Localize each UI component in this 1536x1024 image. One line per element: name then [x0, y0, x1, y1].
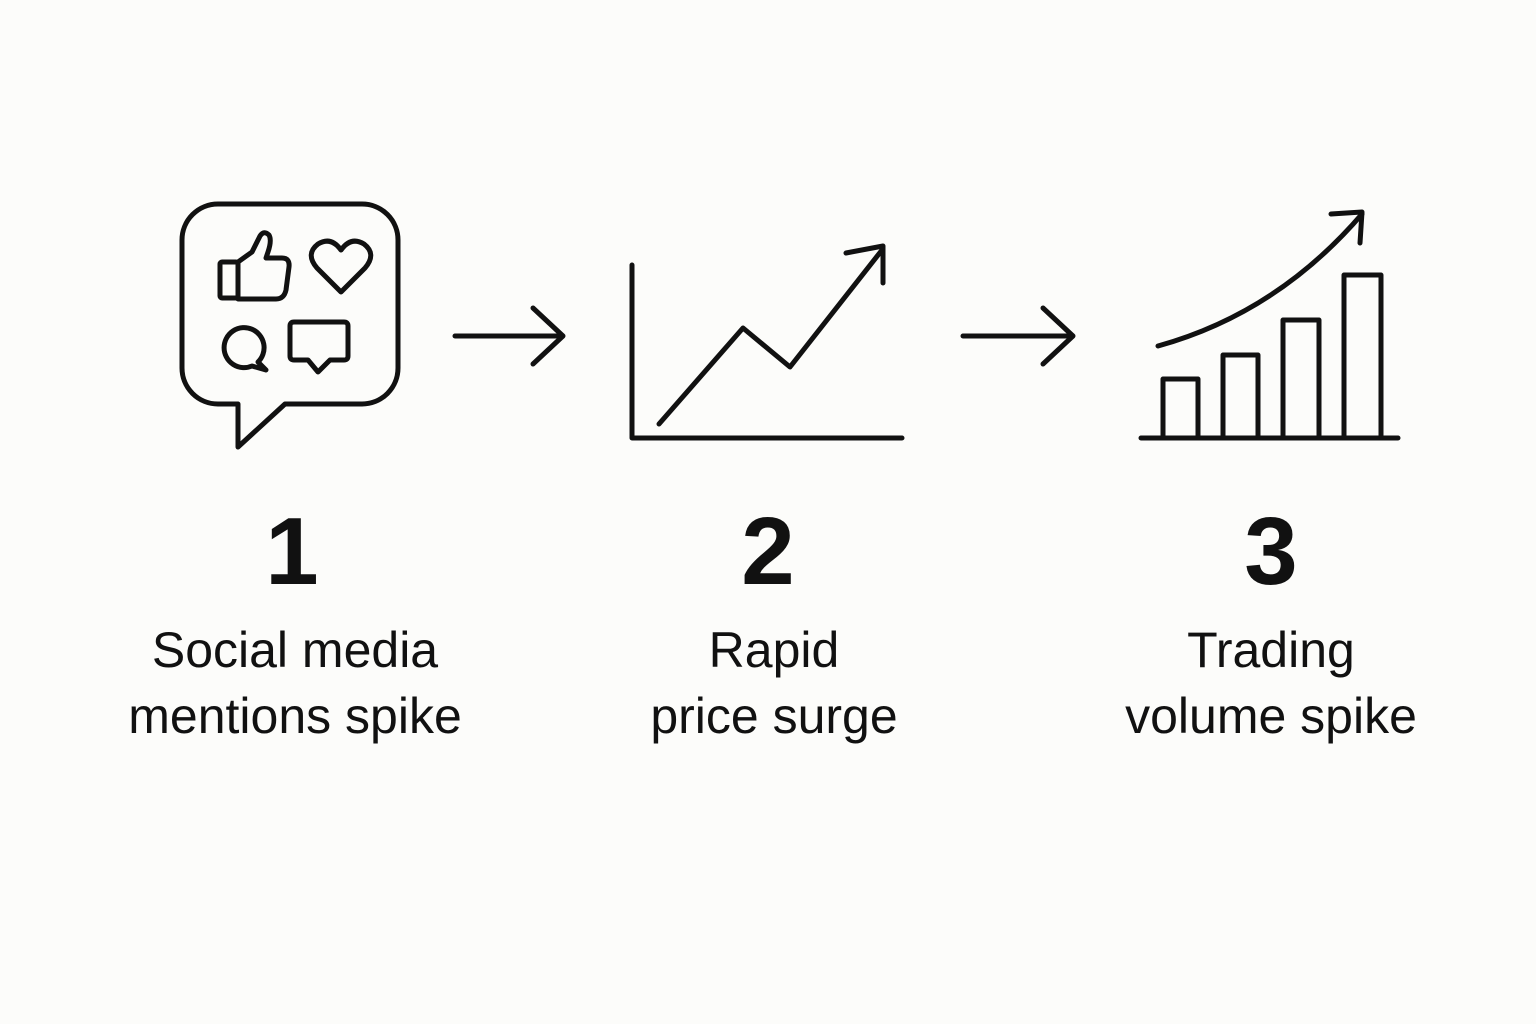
- step-2-label-line-2: price surge: [650, 688, 898, 744]
- step-3-label-line-1: Trading: [1187, 622, 1355, 678]
- arrow-right-icon: [960, 305, 1076, 367]
- step-1-number: 1: [265, 498, 319, 605]
- step-3-label: Trading volume spike: [1061, 617, 1481, 749]
- arrow-right-icon: [452, 305, 566, 367]
- rising-line-chart-icon: [629, 243, 905, 441]
- comment-bubble-icon: [221, 325, 269, 373]
- thumbs-up-icon: [217, 230, 292, 302]
- step-1-label-line-2: mentions spike: [128, 688, 462, 744]
- heart-icon: [308, 238, 374, 295]
- step-2-number: 2: [741, 498, 795, 605]
- social-media-bubble-icon: [179, 201, 401, 450]
- step-1-label: Social media mentions spike: [85, 617, 505, 749]
- step-3-label-line-2: volume spike: [1125, 688, 1417, 744]
- step-3-number: 3: [1244, 498, 1298, 605]
- message-icon: [287, 319, 351, 375]
- step-2-label-line-1: Rapid: [708, 622, 840, 678]
- rising-bar-chart-icon: [1138, 209, 1401, 441]
- step-1-label-line-1: Social media: [151, 622, 439, 678]
- step-2-label: Rapid price surge: [564, 617, 984, 749]
